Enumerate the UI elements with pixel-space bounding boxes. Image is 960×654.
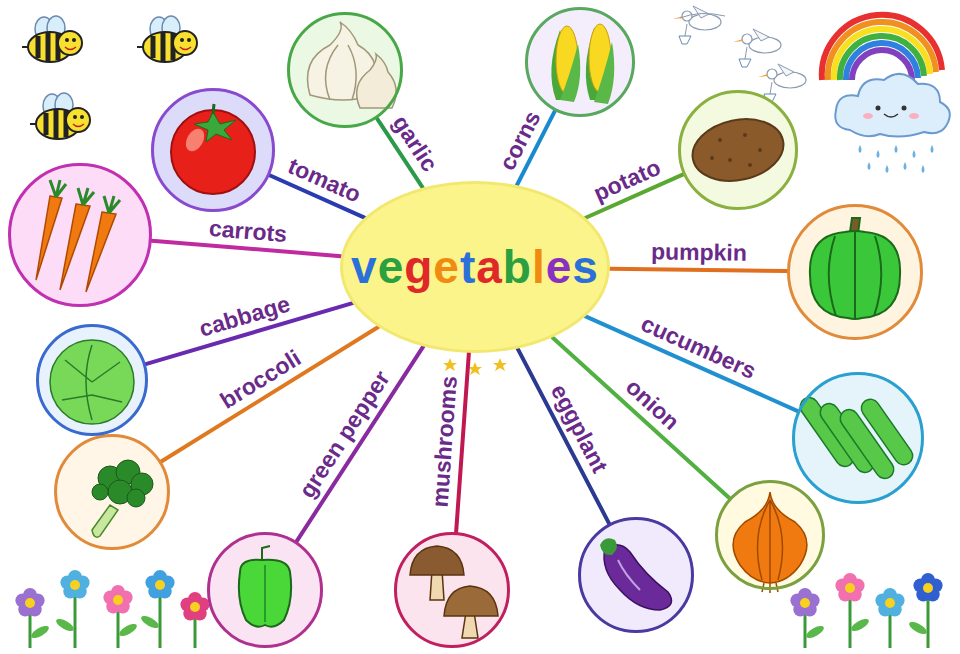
vegetable-circle: potato: [678, 90, 798, 210]
vegetable-name: tomato: [284, 153, 364, 207]
central-title: vegetables: [351, 240, 599, 294]
vegetable-name: corns: [495, 107, 546, 174]
central-ellipse: vegetables: [340, 181, 610, 353]
vegetable-name: broccoli: [216, 345, 305, 414]
vegetable-circle: corns: [525, 7, 635, 117]
vegetable-circle: cabbage: [36, 324, 148, 436]
vegetable-circle: cucumbers: [792, 372, 924, 504]
vegetable-circle: broccoli: [54, 434, 170, 550]
vegetable-circle: onion: [715, 480, 825, 590]
vegetable-name: potato: [590, 154, 664, 206]
vegetable-name: onion: [621, 374, 684, 435]
vegetable-name: carrots: [208, 215, 288, 246]
vegetable-circle: tomato: [151, 88, 275, 212]
branch-line: [610, 269, 787, 271]
vegetable-circle: garlic: [287, 12, 403, 128]
vegetable-name: eggplant: [545, 380, 612, 477]
vegetable-circle: green pepper: [207, 532, 323, 648]
vegetable-circle: carrots: [8, 163, 152, 307]
vegetable-circle: pumpkin: [787, 204, 923, 340]
vegetable-name: cabbage: [196, 292, 293, 343]
vegetable-name: garlic: [387, 111, 442, 176]
branch-line: [297, 346, 424, 541]
vegetable-name: cucumbers: [637, 311, 759, 384]
vegetable-name: mushrooms: [428, 375, 463, 508]
vegetable-name: pumpkin: [651, 239, 747, 266]
vegetable-circle: eggplant: [578, 517, 694, 633]
vegetable-name: green pepper: [295, 367, 396, 503]
vegetable-circle: mushrooms: [394, 532, 510, 648]
